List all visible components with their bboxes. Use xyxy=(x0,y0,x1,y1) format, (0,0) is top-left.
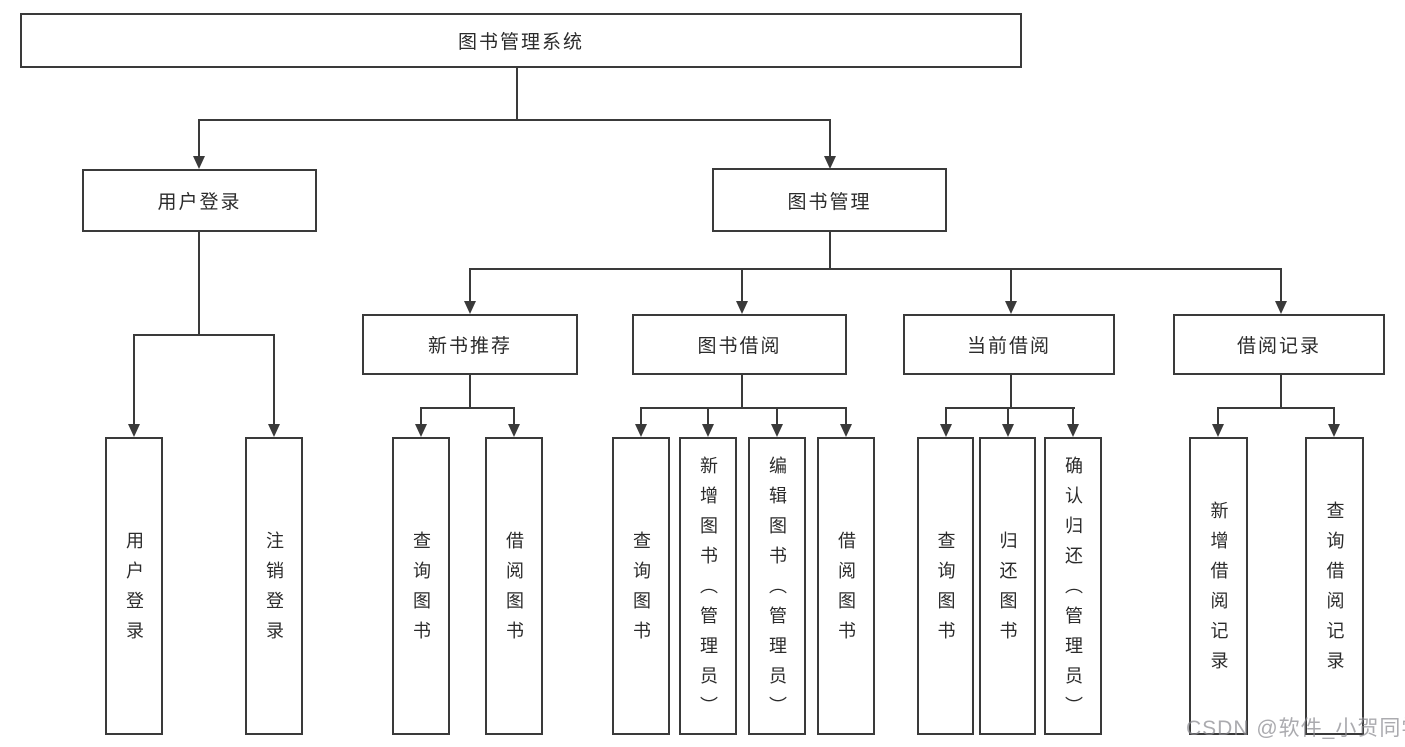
arrowhead-down-icon xyxy=(771,424,783,437)
connector xyxy=(741,375,743,409)
connector xyxy=(1010,268,1012,303)
connector xyxy=(513,407,515,425)
node-new-book-recommend: 新书推荐 xyxy=(362,314,578,375)
leaf-query-books-borrow: 查询图书 xyxy=(612,437,670,735)
connector xyxy=(1217,407,1335,409)
connector xyxy=(273,334,275,425)
arrowhead-down-icon xyxy=(268,424,280,437)
connector xyxy=(1280,375,1282,409)
arrowhead-down-icon xyxy=(415,424,427,437)
arrowhead-down-icon xyxy=(128,424,140,437)
connector xyxy=(133,334,275,336)
connector xyxy=(469,375,471,409)
leaf-edit-books-admin: 编辑图书（管理员） xyxy=(748,437,806,735)
leaf-query-books-recommend: 查询图书 xyxy=(392,437,450,735)
arrowhead-down-icon xyxy=(1328,424,1340,437)
arrowhead-down-icon xyxy=(193,156,205,169)
connector xyxy=(640,407,847,409)
arrowhead-down-icon xyxy=(508,424,520,437)
arrowhead-down-icon xyxy=(1002,424,1014,437)
connector xyxy=(1217,407,1219,425)
arrowhead-down-icon xyxy=(736,301,748,314)
connector xyxy=(845,407,847,425)
arrowhead-down-icon xyxy=(940,424,952,437)
arrowhead-down-icon xyxy=(635,424,647,437)
arrowhead-down-icon xyxy=(840,424,852,437)
connector xyxy=(198,119,200,158)
connector xyxy=(776,407,778,425)
arrowhead-down-icon xyxy=(1275,301,1287,314)
node-current-borrow: 当前借阅 xyxy=(903,314,1115,375)
connector xyxy=(829,232,831,270)
node-borrow-records: 借阅记录 xyxy=(1173,314,1385,375)
leaf-logout: 注销登录 xyxy=(245,437,303,735)
connector xyxy=(1333,407,1335,425)
connector xyxy=(945,407,947,425)
connector xyxy=(945,407,1075,409)
node-user-login: 用户登录 xyxy=(82,169,317,232)
node-library-system: 图书管理系统 xyxy=(20,13,1022,68)
connector xyxy=(469,268,1282,270)
leaf-confirm-return-admin: 确认归还（管理员） xyxy=(1044,437,1102,735)
arrowhead-down-icon xyxy=(1067,424,1079,437)
leaf-query-borrow-record: 查询借阅记录 xyxy=(1305,437,1364,735)
arrowhead-down-icon xyxy=(464,301,476,314)
connector xyxy=(1280,268,1282,303)
leaf-add-borrow-record: 新增借阅记录 xyxy=(1189,437,1248,735)
connector xyxy=(1072,407,1074,425)
connector xyxy=(1010,375,1012,409)
connector xyxy=(198,232,200,336)
leaf-query-books-current: 查询图书 xyxy=(917,437,974,735)
connector xyxy=(133,334,135,425)
node-book-borrow: 图书借阅 xyxy=(632,314,847,375)
connector xyxy=(829,119,831,158)
arrowhead-down-icon xyxy=(824,156,836,169)
leaf-user-login: 用户登录 xyxy=(105,437,163,735)
arrowhead-down-icon xyxy=(1212,424,1224,437)
connector xyxy=(640,407,642,425)
leaf-borrow-books: 借阅图书 xyxy=(817,437,875,735)
leaf-add-books-admin: 新增图书（管理员） xyxy=(679,437,737,735)
arrowhead-down-icon xyxy=(1005,301,1017,314)
connector xyxy=(198,119,831,121)
connector xyxy=(420,407,515,409)
connector xyxy=(707,407,709,425)
node-book-management: 图书管理 xyxy=(712,168,947,232)
arrowhead-down-icon xyxy=(702,424,714,437)
leaf-borrow-books-recommend: 借阅图书 xyxy=(485,437,543,735)
leaf-return-books: 归还图书 xyxy=(979,437,1036,735)
connector xyxy=(420,407,422,425)
connector xyxy=(741,268,743,303)
csdn-watermark: CSDN @软件_小贺同学 xyxy=(1186,717,1405,740)
connector xyxy=(516,68,518,120)
connector xyxy=(469,268,471,303)
connector xyxy=(1007,407,1009,425)
